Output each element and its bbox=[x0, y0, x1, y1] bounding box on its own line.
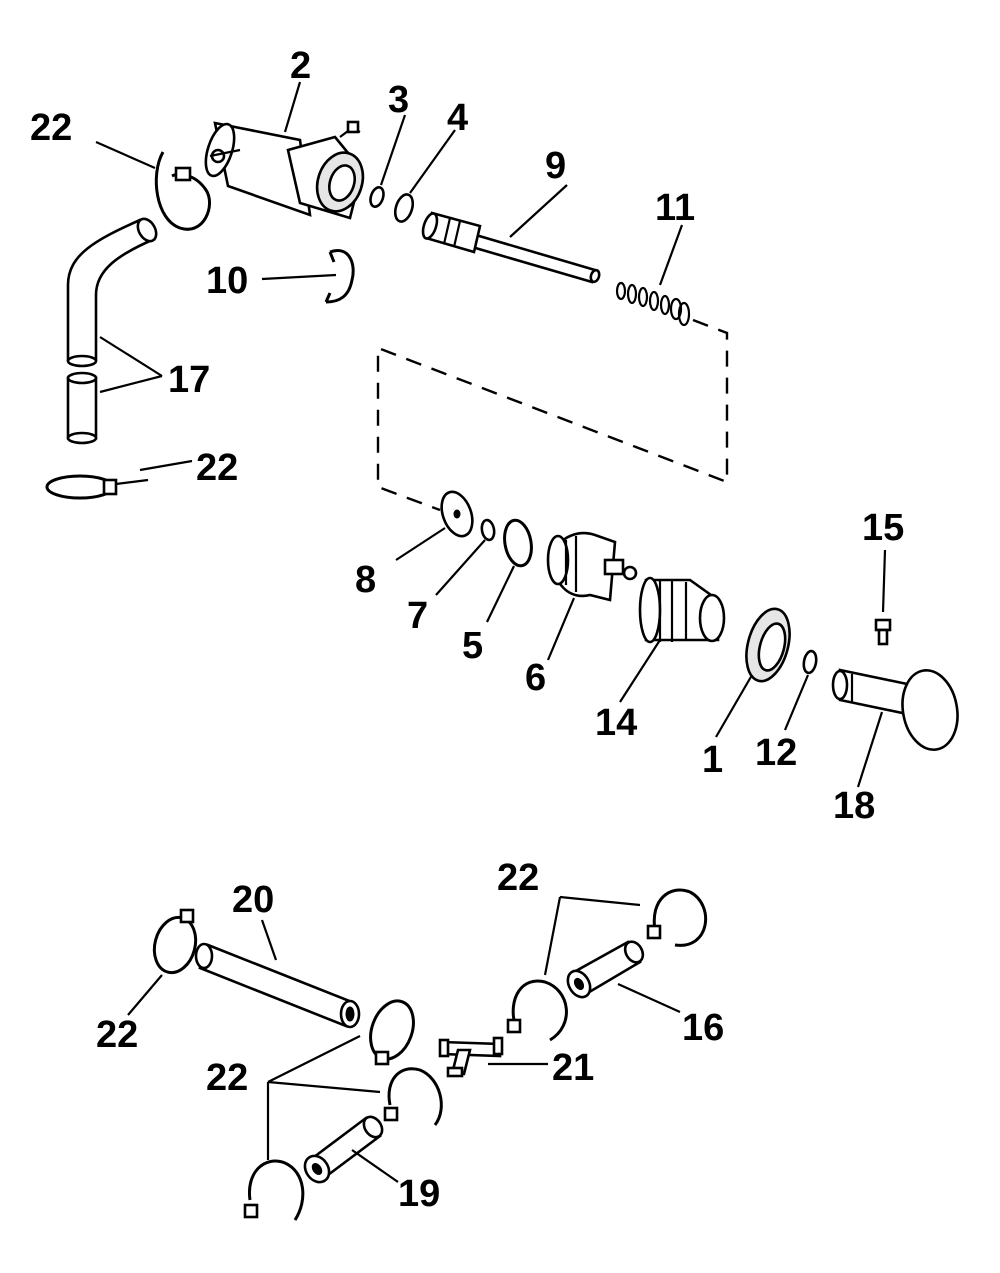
part-22-clamp-b bbox=[383, 1067, 443, 1126]
part-22-clamp-e bbox=[646, 888, 707, 947]
part-18-knob bbox=[831, 668, 959, 751]
callout-8: 8 bbox=[355, 559, 376, 601]
callout-18: 18 bbox=[833, 785, 875, 827]
part-8-washer bbox=[440, 490, 474, 538]
part-2-housing bbox=[204, 120, 365, 220]
callout-2: 2 bbox=[290, 45, 311, 87]
part-22-lower-left-clamp bbox=[152, 908, 198, 975]
callout-10: 10 bbox=[206, 260, 248, 302]
callout-11: 11 bbox=[655, 187, 695, 229]
callout-3: 3 bbox=[388, 79, 409, 121]
part-12-o-ring bbox=[802, 649, 818, 675]
part-19-short-hose bbox=[303, 1115, 384, 1184]
callout-22-lower-left: 22 bbox=[96, 1014, 138, 1056]
callout-22-lower-middle: 22 bbox=[206, 1057, 248, 1099]
callout-7: 7 bbox=[407, 595, 428, 637]
part-5-o-ring bbox=[503, 518, 533, 568]
part-22-clamp-d bbox=[506, 979, 568, 1042]
part-22-clamp-a bbox=[369, 999, 415, 1066]
part-16-short-hose bbox=[566, 940, 645, 999]
callout-21: 21 bbox=[552, 1047, 594, 1089]
part-20-long-hose bbox=[194, 942, 361, 1029]
part-21-tee-fitting bbox=[438, 1036, 504, 1078]
part-3-small-o-ring bbox=[369, 186, 385, 208]
callout-15: 15 bbox=[862, 507, 904, 549]
part-22-left-clamp bbox=[45, 474, 149, 500]
part-6-valve-body bbox=[546, 531, 638, 602]
callout-1: 1 bbox=[702, 739, 723, 781]
callout-22-left: 22 bbox=[196, 447, 238, 489]
part-14-adjusting-nut bbox=[638, 576, 726, 644]
callout-9: 9 bbox=[545, 145, 566, 187]
callout-17: 17 bbox=[168, 359, 210, 401]
part-1-nut bbox=[745, 607, 791, 683]
part-22-upper-clamp bbox=[154, 151, 212, 231]
part-11-spring bbox=[615, 281, 691, 327]
callout-16: 16 bbox=[682, 1007, 724, 1049]
part-4-o-ring bbox=[393, 193, 415, 223]
part-17-hose bbox=[66, 217, 158, 445]
callout-19: 19 bbox=[398, 1173, 440, 1215]
callout-5: 5 bbox=[462, 625, 483, 667]
part-22-clamp-c bbox=[243, 1159, 305, 1221]
part-15-screw bbox=[874, 618, 892, 646]
callout-4: 4 bbox=[447, 97, 468, 139]
callout-12: 12 bbox=[755, 732, 797, 774]
part-7-small-o-ring bbox=[480, 518, 496, 542]
part-10-retaining-ring bbox=[324, 249, 355, 304]
callout-14: 14 bbox=[595, 702, 637, 744]
callout-6: 6 bbox=[525, 657, 546, 699]
assembly-dashed-line bbox=[376, 318, 729, 512]
callout-22-upper: 22 bbox=[30, 107, 72, 149]
callout-20: 20 bbox=[232, 879, 274, 921]
callout-22-lower-right: 22 bbox=[497, 857, 539, 899]
part-9-piston-rod bbox=[421, 211, 601, 284]
